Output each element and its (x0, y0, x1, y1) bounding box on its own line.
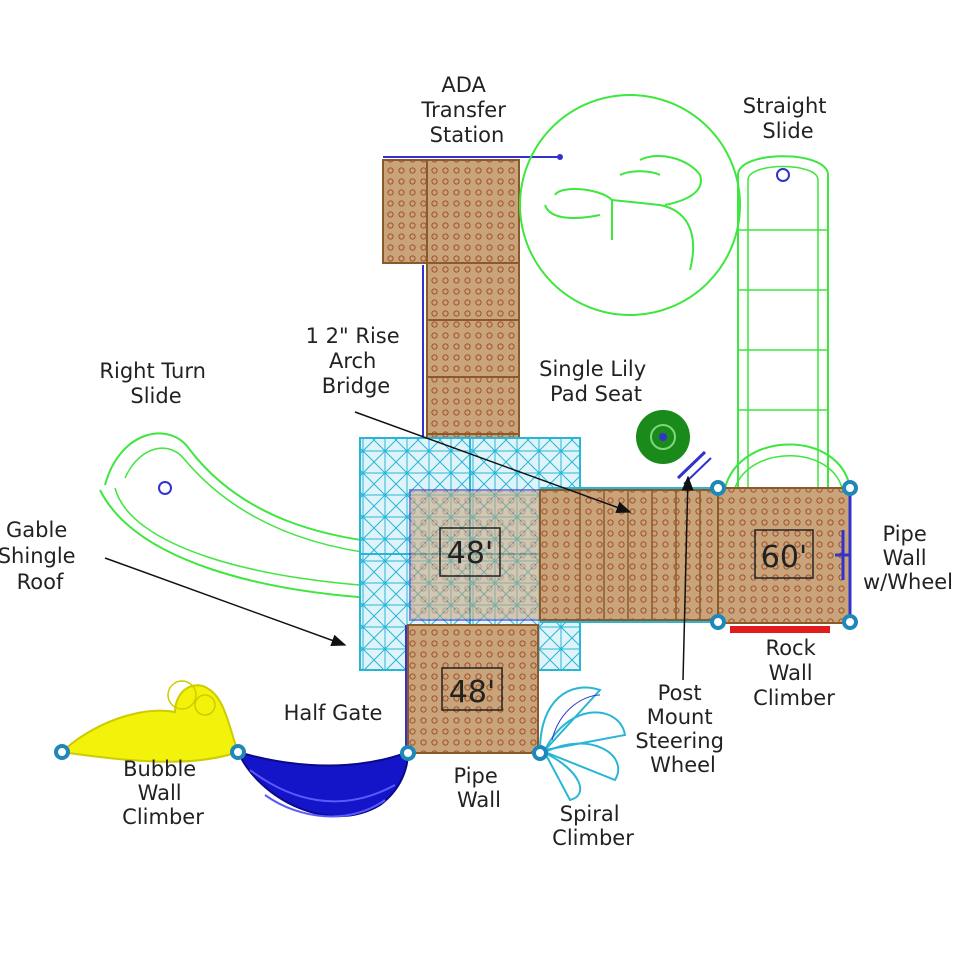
label-single-lily-pad-seat: Single Lily Pad Seat (539, 357, 653, 406)
deck-right (717, 487, 852, 624)
label-pipe-wall: Pipe Wall (454, 764, 505, 812)
lily-pad-seat (636, 410, 690, 464)
arch-bridge-deck (539, 487, 719, 623)
straight-slide (724, 155, 851, 489)
post (710, 614, 726, 630)
label-straight-slide: Straight Slide (743, 94, 833, 143)
label-spiral-climber: Spiral Climber (552, 802, 634, 850)
post (532, 745, 548, 761)
label-rock-wall-climber: Rock Wall Climber (753, 636, 835, 710)
deck-upper-left (409, 489, 541, 621)
spiral-climber (538, 686, 627, 802)
deck-height-right: 60' (761, 540, 807, 575)
post (842, 480, 858, 496)
arrow-bridge (354, 411, 632, 514)
post (710, 480, 726, 496)
arrow-roof (104, 557, 347, 647)
arrow-steering (681, 475, 694, 681)
deck-height-lower: 48' (449, 675, 495, 710)
curved-wall-climber (236, 750, 410, 818)
steering-wheel-post (676, 450, 712, 485)
posts (54, 480, 858, 761)
label-bubble-wall-climber: Bubble Wall Climber (122, 757, 204, 829)
label-half-gate: Half Gate (284, 701, 383, 725)
label-right-turn-slide: Right Turn Slide (99, 359, 212, 408)
post (230, 744, 246, 760)
label-gable-shingle-roof: Gable Shingle Roof (0, 518, 82, 594)
deck-height-upper-left: 48' (447, 536, 493, 571)
label-post-mount-steering-wheel: Post Mount Steering Wheel (635, 681, 730, 777)
deck-lower (405, 624, 539, 754)
rock-wall-climber (730, 626, 830, 633)
bubble-wall-climber (59, 680, 240, 763)
leader-arrows (104, 411, 694, 681)
post (842, 614, 858, 630)
label-rise-arch-bridge: 1 2" Rise Arch Bridge (306, 324, 407, 398)
post (400, 745, 416, 761)
label-pipe-wall-wheel: Pipe Wall w/Wheel (863, 522, 953, 594)
pipe-wall-wheel (835, 530, 851, 580)
label-ada-transfer-station: ADA Transfer Station (420, 73, 512, 147)
post (54, 744, 70, 760)
wheelchair-accessibility-icon (519, 94, 741, 316)
